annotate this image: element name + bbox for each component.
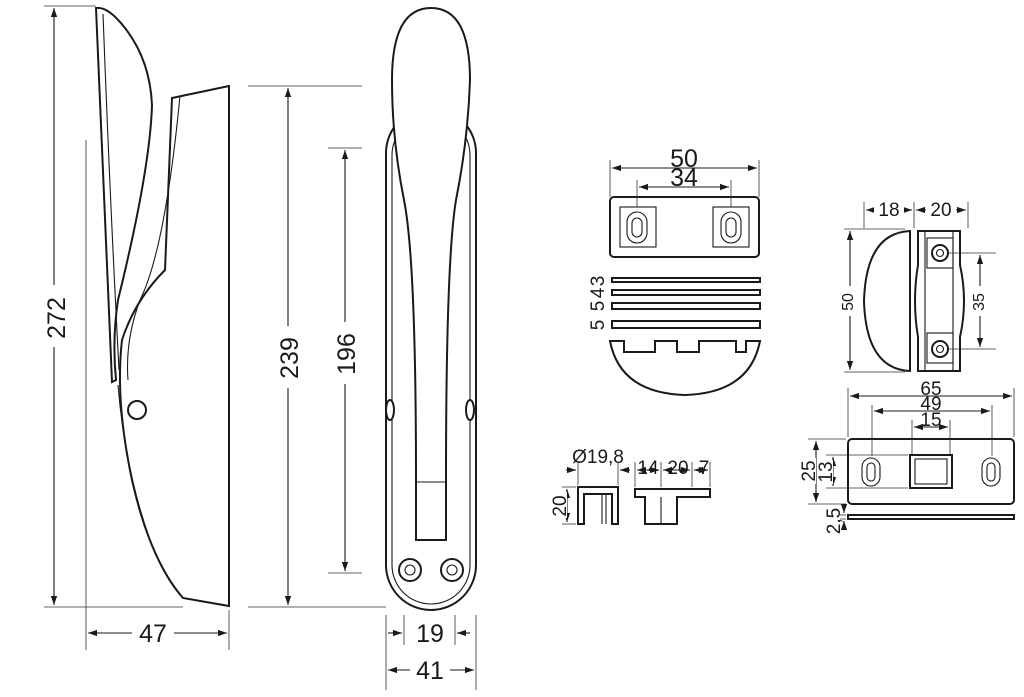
- spacer-5b: [611, 320, 761, 329]
- dim-41-label: 41: [416, 657, 444, 685]
- dim-strike-thickness-label: 2,5: [824, 508, 845, 534]
- strike-plate-right-slot-icon: [981, 457, 1001, 487]
- dim-mask-272: [42, 285, 68, 347]
- front-view-screw-right-icon: [440, 558, 464, 582]
- strike-plate-center-inner: [914, 458, 948, 485]
- dim-round-20-label: 20: [930, 200, 951, 221]
- pin-group: Ø19,8 14 20 7 20: [550, 447, 711, 525]
- round-stop-dome: [862, 229, 911, 373]
- round-stop-top-screw-icon: [931, 244, 949, 262]
- dim-mask-round-35: [968, 286, 990, 316]
- mounting-plate-right-slot-inner: [725, 217, 737, 238]
- side-view-screw-icon: [127, 400, 147, 420]
- dim-strike-13-label: 13: [816, 461, 837, 482]
- strike-plate-side-view: [847, 514, 1015, 520]
- mounting-plate-cover: [608, 340, 762, 397]
- dim-pin-c-label: 7: [699, 458, 710, 479]
- dim-mask-round-20: [926, 198, 956, 220]
- dim-strike-49-label: 49: [920, 394, 941, 415]
- dim-strike-15-label: 15: [920, 410, 941, 431]
- spacer-4: [611, 289, 761, 296]
- spacer-5a-label: 5: [588, 301, 609, 312]
- dim-196-label: 196: [333, 333, 361, 375]
- dim-272-label: 272: [43, 297, 71, 339]
- dim-mask-round-18: [874, 198, 904, 220]
- spacer-3-label: 3: [588, 276, 609, 287]
- dim-239-label: 239: [276, 337, 304, 379]
- strike-plate-left-slot-icon: [861, 457, 881, 487]
- strike-plate-left-slot-inner: [866, 462, 876, 482]
- spacer-3: [611, 277, 761, 283]
- round-stop-bottom-pocket: [926, 332, 954, 364]
- dim-47-label: 47: [139, 620, 167, 648]
- spacer-4-label: 4: [588, 287, 609, 298]
- front-view-screw-right-hole: [446, 564, 458, 576]
- round-stop-bottom-screw-icon: [931, 340, 949, 358]
- side-view-body-curve: [117, 384, 184, 599]
- dim-mask-strike-25: [802, 458, 816, 484]
- mounting-plate: [609, 196, 760, 258]
- round-stop-bottom-screw-hole: [935, 344, 945, 354]
- dim-round-35-label: 35: [971, 293, 988, 311]
- round-stop-top-screw-hole: [935, 248, 945, 258]
- dim-mask-47: [132, 620, 174, 646]
- front-view-lever: [390, 6, 472, 541]
- dim-round-18-label: 18: [878, 200, 899, 221]
- front-view-left-pin-icon: [385, 399, 395, 421]
- side-view: 272 47: [42, 5, 230, 650]
- strike-plate-right-slot-inner: [986, 462, 996, 482]
- spacer-5a: [611, 302, 761, 310]
- mounting-plate-right-slot-icon: [720, 211, 742, 244]
- round-stop-group: 18 20 50 35: [838, 198, 996, 373]
- dim-mask-196: [333, 322, 359, 384]
- dim-plate-50-label: 50: [670, 145, 698, 173]
- pin-bushing-right: [634, 488, 711, 525]
- side-view-lever-inner: [102, 13, 120, 371]
- dim-19-label: 19: [416, 620, 444, 648]
- front-view: 239 196 19 41: [248, 6, 477, 690]
- dim-pin-height-label: 20: [550, 495, 571, 516]
- spacer-5b-label: 5: [588, 320, 609, 331]
- side-view-lever: [94, 6, 154, 384]
- dim-strike-65-label: 65: [920, 379, 941, 400]
- dim-strike-25-label: 25: [799, 460, 820, 481]
- mounting-plate-left-slot-inner: [631, 217, 643, 238]
- dim-round-50-label: 50: [840, 293, 857, 311]
- pin-bushing-left: [577, 486, 619, 525]
- dim-mask-41: [410, 657, 450, 683]
- dim-pin-b-label: 20: [667, 458, 688, 479]
- side-view-body-inner: [126, 95, 181, 381]
- dim-mask-239: [276, 326, 302, 388]
- dim-pin-a-label: 14: [637, 458, 659, 479]
- mounting-plate-left-slot-icon: [626, 211, 648, 244]
- dim-plate-34-label: 34: [670, 164, 698, 192]
- mounting-plate-group: 50 34 3 4 5 5: [588, 145, 762, 397]
- dim-diameter-label: Ø19,8: [572, 447, 624, 468]
- front-view-screw-left-hole: [404, 564, 416, 576]
- front-view-right-pin-icon: [465, 399, 475, 421]
- dim-mask-round-50: [838, 286, 860, 316]
- mounting-plate-left-pocket: [619, 206, 657, 248]
- dim-mask-strike-13: [819, 460, 833, 484]
- front-view-screw-left-icon: [398, 558, 422, 582]
- strike-plate-group: 65 49 15 25 13 2,5: [799, 379, 1015, 534]
- dim-mask-pin-height: [553, 492, 567, 518]
- strike-plate-center-opening: [909, 454, 953, 489]
